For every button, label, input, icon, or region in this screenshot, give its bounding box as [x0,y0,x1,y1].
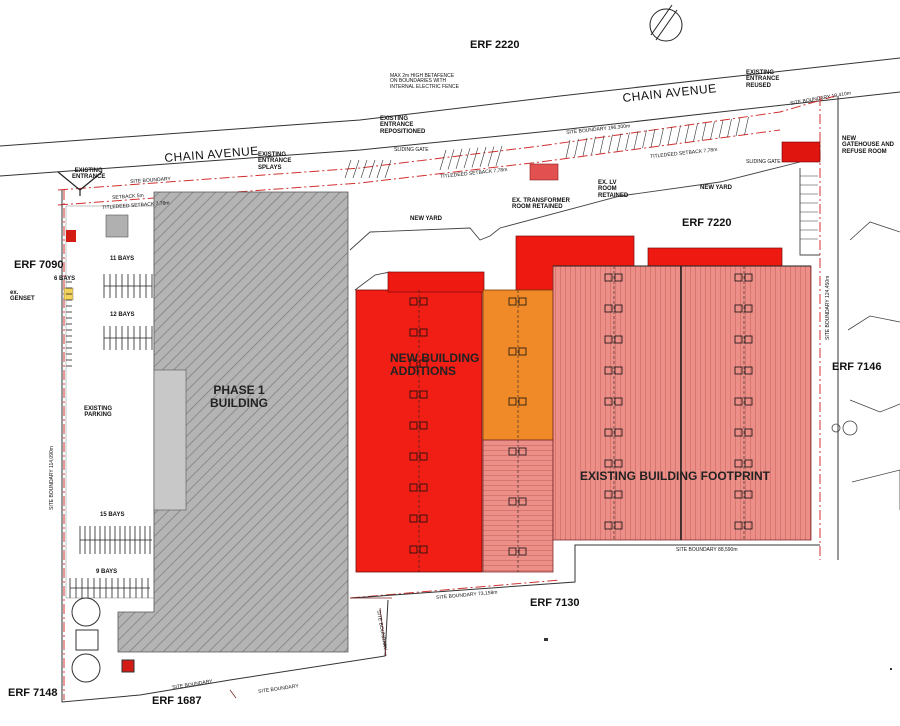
site-boundary-124-label: SITE BOUNDARY 124,450m [825,275,831,340]
existing-building-footprint-label: EXISTING BUILDING FOOTPRINT [580,469,771,483]
gatehouse [781,141,821,163]
sliding-gate-2-label: SLIDING GATE [746,159,781,165]
betafence-note-label: MAX 2m HIGH BETAFENCE ON BOUNDARIES WITH… [390,73,459,90]
ex-transformer-label: EX. TRANSFORMER ROOM RETAINED [512,198,571,211]
erf-7146-label: ERF 7146 [832,361,882,373]
bays-12-label: 12 BAYS [110,312,135,318]
north-arrow-icon [649,4,683,42]
bays-15-label: 15 BAYS [100,512,125,518]
phase1-annex [153,369,187,511]
erf-2220-label: ERF 2220 [470,39,520,51]
road-parking-stripes [344,116,818,240]
erf-7130-label: ERF 7130 [530,597,580,609]
structural-columns [409,266,753,572]
bays-11-label: 11 BAYS [110,256,135,262]
misc-markers [544,638,892,670]
new-building-additions-label: NEW BUILDING ADDITIONS [390,351,480,378]
erf-7148-label: ERF 7148 [8,687,58,699]
chain-avenue-road [0,57,900,177]
ex-lv-room [529,163,559,181]
phase1-building-label: PHASE 1 BUILDING [210,383,268,410]
site-boundary-88-label: SITE BOUNDARY 88,590m [676,547,738,553]
parking-bays [66,274,153,598]
bottom-leaders [229,597,392,699]
erf-7090-label: ERF 7090 [14,259,64,271]
ex-genset-label: ex. GENSET [10,290,35,303]
erf-1687-label: ERF 1687 [152,695,202,707]
yard-outline [349,161,820,291]
erf-7220-label: ERF 7220 [682,217,732,229]
bays-6-label: 6 BAYS [54,276,76,282]
new-yard-2-label: NEW YARD [700,185,733,191]
new-yard-1-label: NEW YARD [410,216,443,222]
site-boundary-solid [61,96,839,703]
sliding-gate-1-label: SLIDING GATE [394,147,429,153]
new-gatehouse-label: NEW GATEHOUSE AND REFUSE ROOM [842,136,895,155]
bays-9-label: 9 BAYS [96,569,118,575]
entrance-funnel [57,171,103,196]
adjacent-buildings [831,221,900,510]
ex-lv-room-label: EX. LV ROOM RETAINED [598,180,629,199]
existing-parking-label: EXISTING PARKING [84,406,113,419]
existing-entrance-repositioned-label: EXISTING ENTRANCE REPOSITIONED [380,116,426,135]
existing-entrance-splays-label: EXISTING ENTRANCE SPLAYS [258,152,292,171]
phase1-building [117,191,349,653]
existing-entrance-label: EXISTING ENTRANCE [72,168,106,181]
tanks [71,597,135,683]
parking-area [63,205,155,599]
existing-entrance-reused-label: EXISTING ENTRANCE REUSED [746,70,780,89]
site-boundary-114-label: SITE BOUNDARY 114,090m [49,446,55,510]
